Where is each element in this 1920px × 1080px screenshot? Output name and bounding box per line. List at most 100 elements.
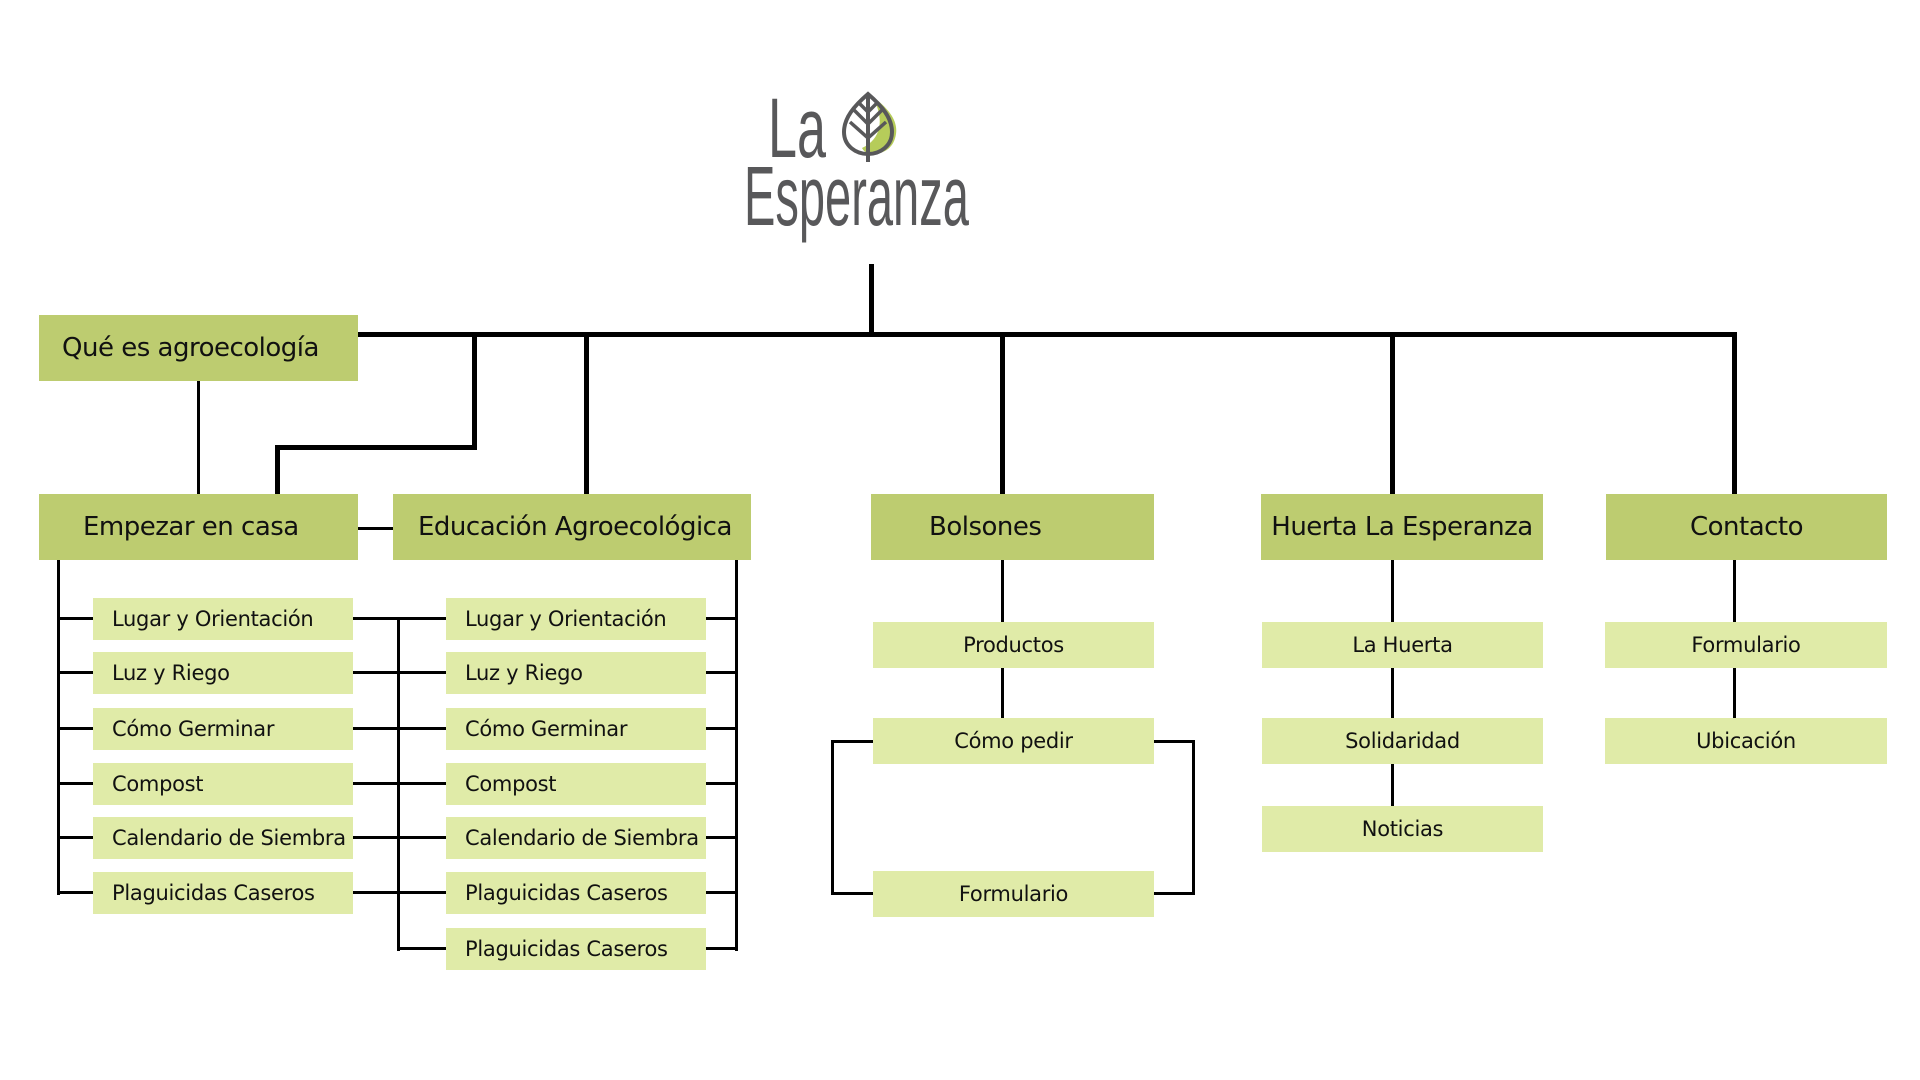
connector-educacion-branch-right (706, 836, 738, 839)
connector-empezar-to-educacion (348, 671, 398, 674)
connector-empezar-branch (57, 891, 93, 894)
node-educacion-agroecologica[interactable]: Educación Agroecológica (393, 494, 751, 560)
node-label: Lugar y Orientación (465, 607, 667, 631)
node-solidaridad[interactable]: Solidaridad (1262, 718, 1543, 764)
connector-educacion-right-spine (735, 560, 738, 951)
connector-bolsones-drop (1000, 332, 1005, 494)
logo-line-2: Esperanza (744, 149, 969, 243)
connector-bolsones-bracket-right-top (1154, 740, 1195, 743)
node-label: Cómo pedir (954, 729, 1073, 753)
logo-line-1: La (768, 81, 826, 175)
node-educacion-item[interactable]: Lugar y Orientación (446, 598, 706, 640)
node-empezar-item[interactable]: Compost (93, 763, 353, 805)
node-label: Noticias (1361, 817, 1444, 841)
connector-empezar-branch (57, 727, 93, 730)
node-contacto-formulario[interactable]: Formulario (1605, 622, 1887, 668)
node-empezar-item[interactable]: Cómo Germinar (93, 708, 353, 750)
connector-educacion-branch-left (397, 947, 446, 950)
node-ubicacion[interactable]: Ubicación (1605, 718, 1887, 764)
connector-empezar-to-educacion (348, 727, 398, 730)
node-label: Bolsones (929, 512, 1042, 542)
node-como-pedir[interactable]: Cómo pedir (873, 718, 1154, 764)
connector-empezar-to-educacion (348, 617, 398, 620)
node-empezar-item[interactable]: Plaguicidas Caseros (93, 872, 353, 914)
connector-educacion-drop (584, 332, 589, 494)
connector-educacion-branch-left (397, 671, 446, 674)
logo: La Esperanza (740, 80, 1020, 240)
node-label: Solidaridad (1345, 729, 1460, 753)
connector-empezar-to-educacion (348, 891, 398, 894)
connector-empezar-branch (57, 782, 93, 785)
node-label: Productos (963, 633, 1064, 657)
connector-educacion-branch-left (397, 727, 446, 730)
node-label: Plaguicidas Caseros (465, 881, 668, 905)
node-label: Huerta La Esperanza (1271, 512, 1533, 542)
connector-bolsones-v1 (1001, 560, 1004, 622)
node-empezar-item[interactable]: Lugar y Orientación (93, 598, 353, 640)
node-la-huerta[interactable]: La Huerta (1262, 622, 1543, 668)
node-que-es-agroecologia[interactable]: Qué es agroecología (39, 315, 358, 381)
connector-bolsones-bracket-right-v (1192, 740, 1195, 895)
connector-bolsones-bracket-left-v (831, 740, 834, 895)
node-empezar-item[interactable]: Luz y Riego (93, 652, 353, 694)
node-label: Compost (112, 772, 204, 796)
connector-educacion-branch-left (397, 782, 446, 785)
node-label: Contacto (1689, 512, 1804, 542)
connector-educacion-branch-right (706, 891, 738, 894)
connector-empezar-branch (57, 671, 93, 674)
node-label: Empezar en casa (83, 512, 299, 542)
node-label: Luz y Riego (112, 661, 230, 685)
node-label: Calendario de Siembra (112, 826, 346, 850)
connector-empezar-educacion (358, 527, 393, 530)
connector-bolsones-v2 (1001, 668, 1004, 718)
connector-que-es-to-empezar (197, 381, 200, 494)
connector-empezar-branch (57, 836, 93, 839)
node-bolsones[interactable]: Bolsones (871, 494, 1154, 560)
node-educacion-item[interactable]: Calendario de Siembra (446, 817, 706, 859)
connector-huerta-drop (1390, 332, 1395, 494)
node-contacto[interactable]: Contacto (1606, 494, 1887, 560)
node-educacion-item[interactable]: Luz y Riego (446, 652, 706, 694)
node-label: Educación Agroecológica (418, 512, 732, 542)
connector-contacto-v1 (1733, 560, 1736, 622)
node-label: Formulario (1691, 633, 1801, 657)
node-label: Lugar y Orientación (112, 607, 314, 631)
connector-educacion-branch-right (706, 727, 738, 730)
node-huerta-la-esperanza[interactable]: Huerta La Esperanza (1261, 494, 1543, 560)
node-empezar-en-casa[interactable]: Empezar en casa (39, 494, 358, 560)
connector-contacto-v2 (1733, 668, 1736, 718)
node-label: Calendario de Siembra (465, 826, 699, 850)
node-educacion-item[interactable]: Plaguicidas Caseros (446, 872, 706, 914)
connector-educacion-branch-right (706, 782, 738, 785)
connector-empezar-jog-v1 (472, 332, 477, 450)
connector-bolsones-bracket-left-bottom (831, 892, 873, 895)
node-educacion-item[interactable]: Cómo Germinar (446, 708, 706, 750)
node-educacion-item[interactable]: Plaguicidas Caseros (446, 928, 706, 970)
connector-huerta-v3 (1391, 763, 1394, 806)
connector-empezar-to-educacion (348, 836, 398, 839)
node-label: Ubicación (1696, 729, 1796, 753)
connector-huerta-v1 (1391, 560, 1394, 622)
connector-empezar-to-educacion (348, 782, 398, 785)
connector-empezar-branch (57, 617, 93, 620)
node-label: Formulario (958, 882, 1069, 906)
node-bolsones-formulario[interactable]: Formulario (873, 871, 1154, 917)
node-noticias[interactable]: Noticias (1262, 806, 1543, 852)
node-label: Cómo Germinar (112, 717, 275, 741)
connector-educacion-branch-left (397, 836, 446, 839)
node-label: Luz y Riego (465, 661, 583, 685)
connector-educacion-branch-left (397, 617, 446, 620)
node-label: Plaguicidas Caseros (465, 937, 668, 961)
connector-educacion-branch-right (706, 947, 738, 950)
node-label: La Huerta (1352, 633, 1453, 657)
connector-empezar-jog-h (275, 445, 477, 450)
connector-bolsones-bracket-left-top (831, 740, 873, 743)
connector-empezar-jog-v2 (275, 445, 280, 494)
node-label: Compost (465, 772, 557, 796)
node-label: Qué es agroecología (62, 333, 319, 363)
connector-educacion-branch-right (706, 671, 738, 674)
node-educacion-item[interactable]: Compost (446, 763, 706, 805)
node-empezar-item[interactable]: Calendario de Siembra (93, 817, 353, 859)
node-productos[interactable]: Productos (873, 622, 1154, 668)
connector-bolsones-bracket-right-bottom (1154, 892, 1195, 895)
